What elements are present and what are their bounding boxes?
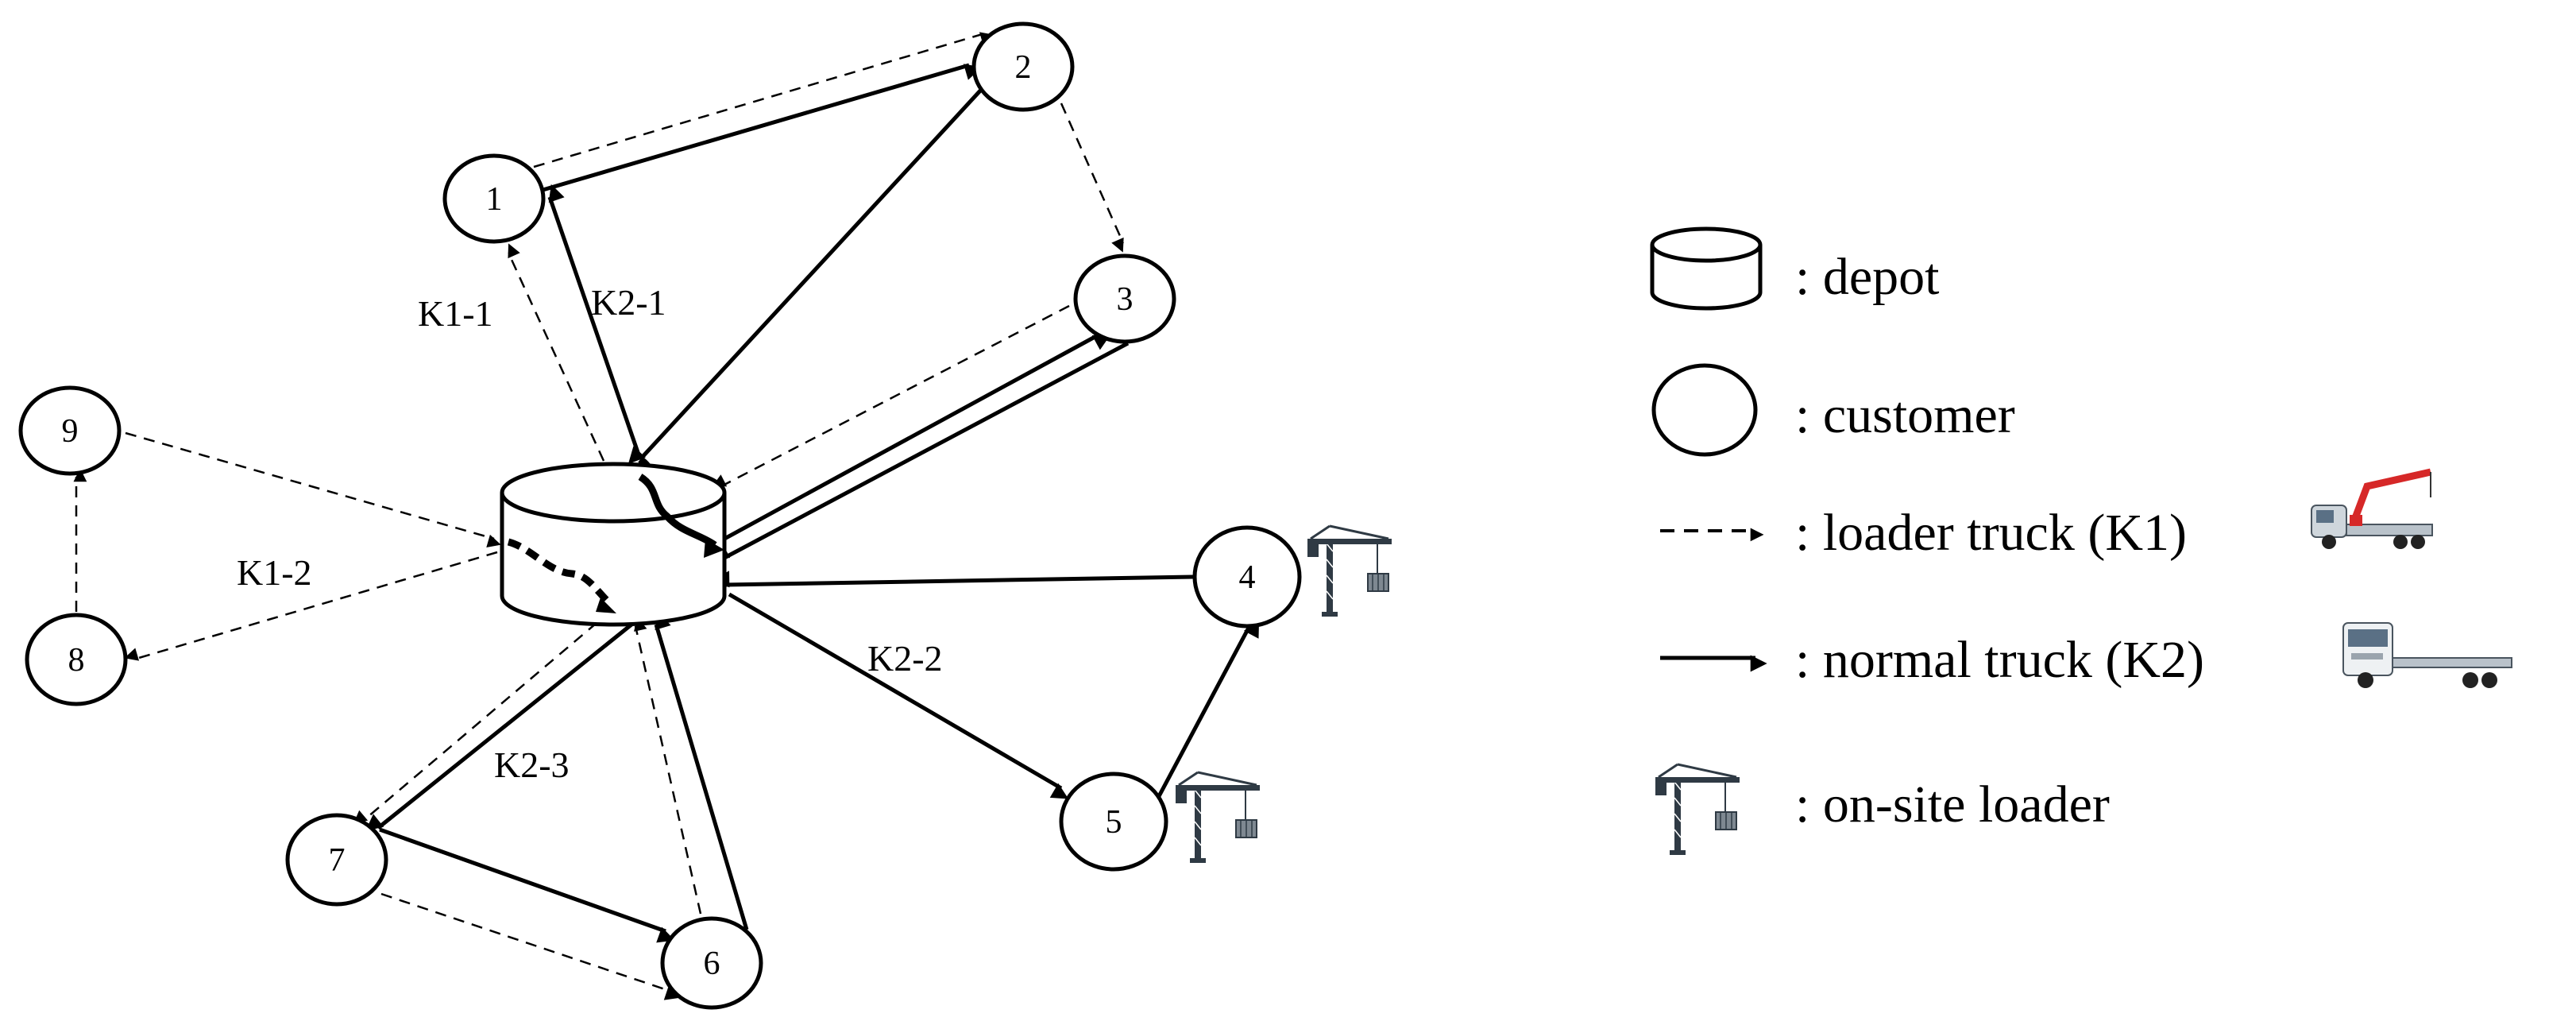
k1-route-3-to-depot (712, 304, 1070, 488)
k2-routes (365, 63, 1260, 943)
legend-onsite-loader-label: : on-site loader (1795, 776, 2110, 834)
customer-node-9: 9 (18, 385, 122, 476)
k2-route-4-to-depot (713, 571, 1194, 588)
legend-crane-icon (1654, 763, 1741, 857)
customer-node-6: 6 (660, 916, 763, 1010)
flatbed-truck-icon (2342, 622, 2512, 688)
loader-truck-icon (2311, 468, 2433, 549)
route-label-k1-1: K1-1 (418, 293, 493, 334)
k2-route-3-to-depot (711, 341, 1130, 560)
customer-node-3: 3 (1073, 253, 1176, 344)
customer-node-7: 7 (285, 813, 388, 907)
node-label: 1 (486, 181, 503, 218)
customer-node-5: 5 (1059, 772, 1168, 872)
customer-node-2: 2 (971, 21, 1075, 112)
crane-icon (1174, 771, 1261, 864)
node-label: 9 (62, 413, 79, 450)
customer-node-1: 1 (442, 153, 546, 244)
k2-route-5-to-4 (1156, 620, 1260, 799)
k2-route-6-to-depot (654, 611, 749, 930)
k1-route-1-to-2 (533, 32, 994, 168)
node-label: 6 (704, 946, 720, 982)
k1-route-depot-to-7 (353, 609, 612, 825)
legend-depot-label: : depot (1795, 248, 1939, 306)
legend-loader-truck-label: : loader truck (K1) (1795, 504, 2187, 562)
legend: : depot : customer : loader truck (K1) :… (1650, 226, 2512, 857)
k2-route-2-to-depot (628, 87, 983, 465)
k1-route-7-to-6 (380, 892, 679, 1000)
route-label-k2-1: K2-1 (591, 282, 666, 323)
route-label-k2-3: K2-3 (494, 745, 570, 785)
depot-cylinder (500, 462, 727, 627)
k1-route-2-to-3 (1060, 102, 1125, 253)
crane-icon (1306, 524, 1393, 618)
k2-route-7-to-6 (379, 827, 675, 943)
customer-node-8: 8 (25, 613, 128, 706)
legend-customer-label: : customer (1795, 386, 2015, 444)
node-label: 3 (1117, 281, 1134, 318)
route-label-k2-2: K2-2 (867, 638, 943, 679)
node-label: 4 (1239, 559, 1256, 596)
customer-node-4: 4 (1192, 525, 1302, 629)
legend-customer-symbol (1651, 363, 1758, 457)
k1-route-9-to-depot (125, 431, 501, 548)
legend-depot-symbol (1650, 226, 1763, 311)
node-label: 8 (68, 642, 85, 679)
route-label-k1-2: K1-2 (237, 552, 312, 593)
k2-route-depot-to-3 (705, 333, 1111, 551)
k2-route-depot-to-5 (728, 592, 1069, 799)
k1-routes (73, 32, 1125, 1000)
k2-route-1-to-2 (539, 63, 983, 193)
k1-route-depot-to-8 (124, 551, 498, 661)
k1-route-6-to-depot (633, 617, 702, 915)
k2-route-depot-to-7 (365, 620, 637, 831)
k1-route-depot-to-1 (507, 243, 605, 462)
k2-route-depot-to-1 (547, 184, 643, 460)
node-label: 5 (1106, 804, 1122, 841)
node-label: 2 (1015, 49, 1032, 86)
node-label: 7 (329, 842, 346, 879)
legend-normal-truck-label: : normal truck (K2) (1795, 631, 2204, 689)
